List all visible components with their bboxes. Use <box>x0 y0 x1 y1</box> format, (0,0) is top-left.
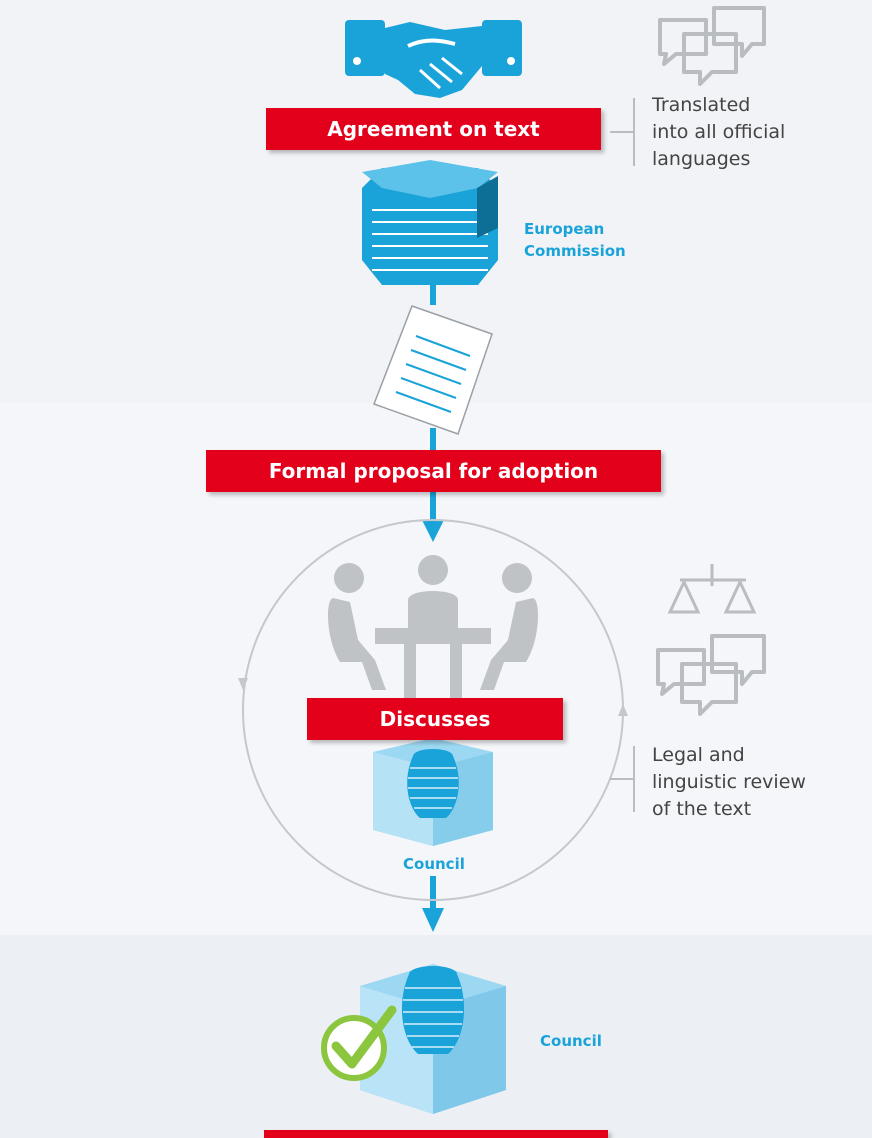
commission-label: European Commission <box>524 218 626 262</box>
discusses-step-label: Discusses <box>307 698 563 740</box>
council-building-icon <box>360 964 506 1114</box>
document-icon <box>373 305 493 435</box>
translation-note-line: languages <box>652 148 751 170</box>
translation-note-line: into all official <box>652 121 786 143</box>
checkmark-icon <box>321 1005 397 1081</box>
adoption-step-label <box>264 1130 608 1138</box>
commission-building-icon <box>362 160 498 285</box>
agreement-step-label: Agreement on text <box>266 108 601 150</box>
bracket-line <box>610 746 635 812</box>
handshake-icon <box>345 20 522 98</box>
cycle-arrow-icon <box>618 704 628 716</box>
proposal-step-label: Formal proposal for adoption <box>206 450 661 492</box>
cycle-arrow-icon <box>238 678 248 690</box>
speech-bubbles-icon <box>658 6 766 86</box>
translation-note-line: Translated <box>652 94 751 116</box>
council-building-icon <box>373 738 493 846</box>
translation-note: Translated into all official languages <box>652 92 785 173</box>
speech-bubbles-icon <box>656 634 766 716</box>
bracket-line <box>610 98 635 166</box>
review-note-line: of the text <box>652 798 752 820</box>
review-note: Legal and linguistic review of the text <box>652 742 806 823</box>
council-label: Council <box>403 855 465 873</box>
arrow-down-icon <box>422 908 444 932</box>
meeting-people-icon <box>327 555 539 700</box>
scales-icon <box>667 564 757 614</box>
review-note-line: linguistic review <box>652 771 806 793</box>
arrow-down-icon <box>422 520 444 542</box>
review-note-line: Legal and <box>652 744 745 766</box>
council-label: Council <box>540 1032 602 1050</box>
commission-label-line: European <box>524 220 605 238</box>
commission-label-line: Commission <box>524 242 626 260</box>
